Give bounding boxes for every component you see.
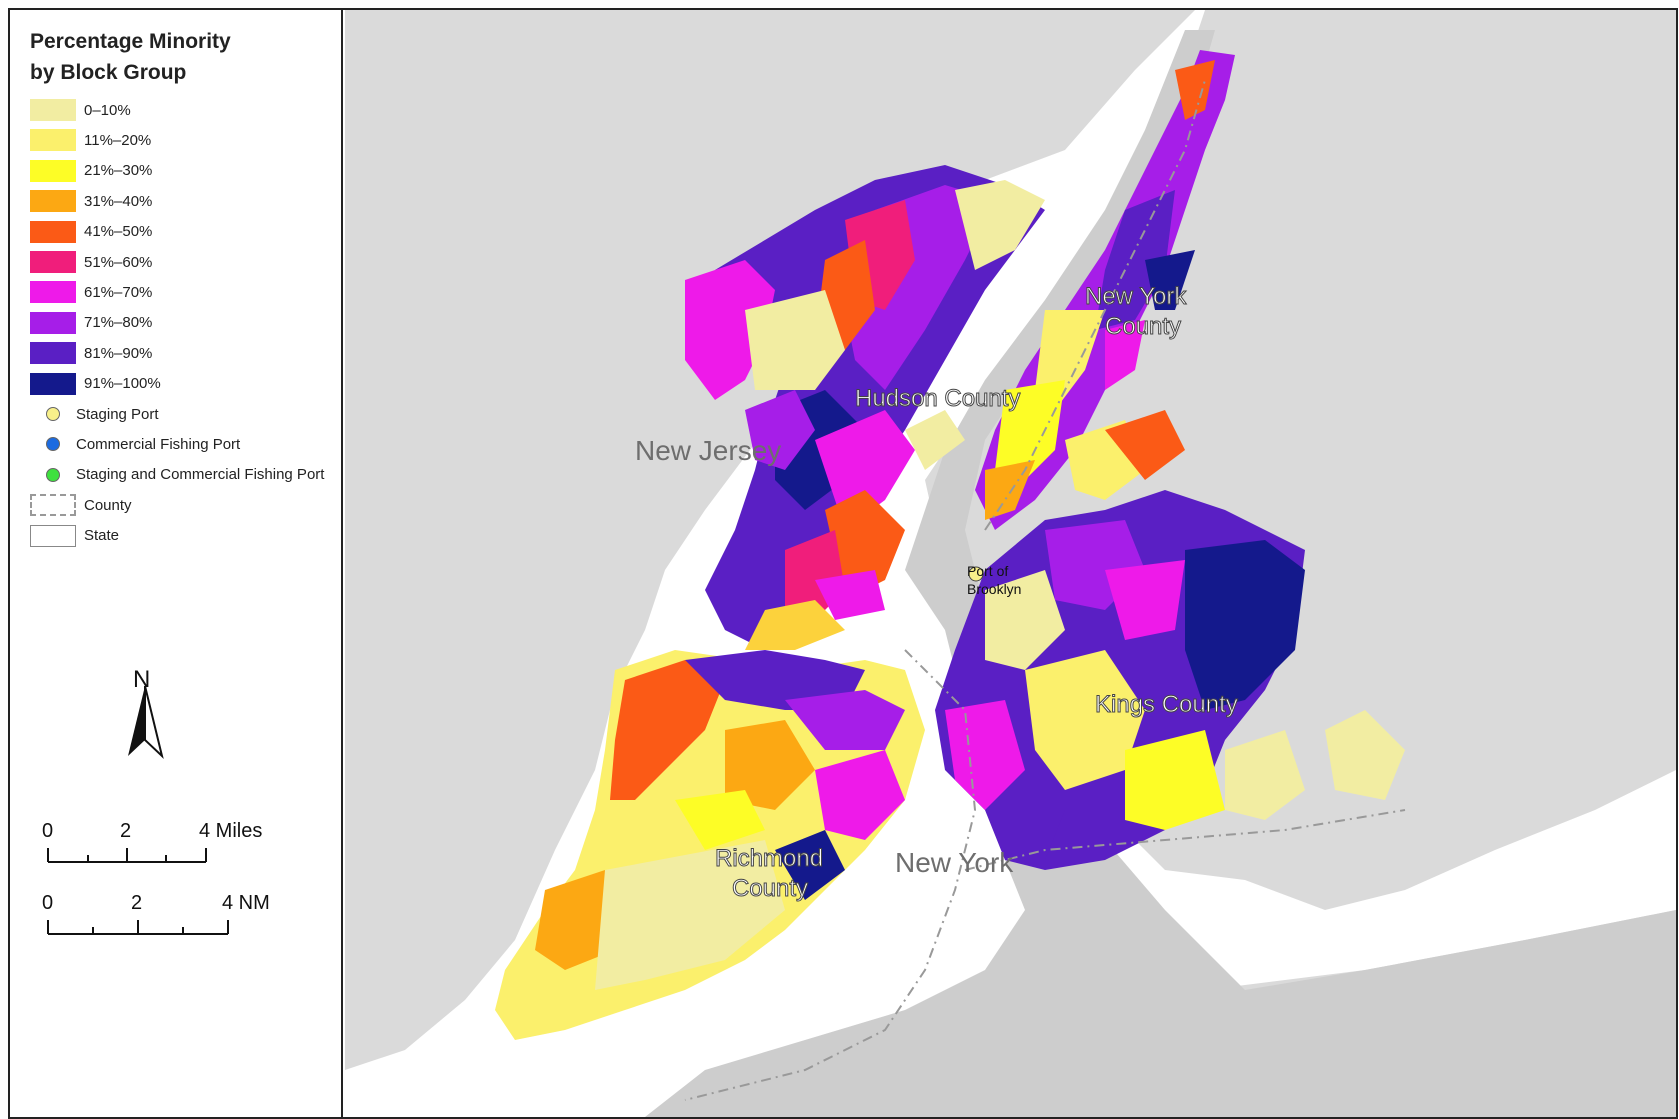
richmond-county-blocks (495, 650, 925, 1040)
scale-nm-tick-4: 4 NM (222, 892, 270, 914)
hudson-county-blocks (685, 165, 1045, 650)
legend-class-label: 91%–100% (84, 375, 161, 393)
label-new-york-county-line1: New York (1085, 283, 1187, 310)
legend-class-row: 61%–70% (30, 280, 152, 304)
legend-class-label: 31%–40% (84, 192, 153, 210)
scale-miles-tick-2: 2 (120, 820, 132, 842)
legend-class-label: 11%–20% (84, 131, 152, 149)
legend-swatch (30, 159, 76, 182)
legend-swatch (30, 99, 76, 121)
scale-bar-nautical (47, 920, 229, 935)
legend-panel: Percentage Minority by Block Group 0–10%… (10, 10, 343, 1117)
legend-point-label: Staging and Commercial Fishing Port (76, 466, 325, 484)
legend-point-row: Commercial Fishing Port (30, 432, 240, 456)
legend-class-row: 91%–100% (30, 372, 161, 396)
label-hudson-county: Hudson County (855, 385, 1020, 412)
legend-title-line2: by Block Group (30, 61, 187, 84)
label-new-york-county-line2: County (1105, 313, 1181, 340)
legend-class-row: 41%–50% (30, 220, 152, 244)
map-canvas[interactable]: New Jersey New York Hudson County New Yo… (345, 10, 1676, 1117)
kings-county-blocks (935, 410, 1405, 870)
legend-class-row: 0–10% (30, 98, 131, 122)
legend-class-row: 31%–40% (30, 189, 152, 213)
scale-miles-tick-0: 0 (42, 820, 54, 842)
label-new-jersey: New Jersey (635, 435, 781, 466)
legend-title-line1: Percentage Minority (30, 30, 231, 53)
north-arrow-icon (128, 685, 164, 760)
legend-class-row: 11%–20% (30, 128, 151, 152)
label-kings-county: Kings County (1095, 691, 1238, 718)
legend-class-label: 0–10% (84, 101, 131, 119)
scale-miles-tick-4: 4 Miles (199, 820, 263, 842)
legend-class-row: 21%–30% (30, 159, 152, 183)
legend-swatch (30, 220, 76, 243)
legend-class-row: 71%–80% (30, 311, 152, 335)
legend-state-label: State (84, 527, 120, 545)
legend-point-label: Commercial Fishing Port (76, 435, 241, 453)
label-richmond-line1: Richmond (715, 845, 823, 872)
legend-class-row: 51%–60% (30, 250, 152, 274)
legend-point-icon (46, 407, 60, 421)
legend-state-swatch (30, 524, 76, 547)
legend-swatch (30, 190, 76, 213)
map-labels: New Jersey New York Hudson County New Yo… (635, 283, 1238, 903)
map-svg[interactable]: New Jersey New York Hudson County New Yo… (345, 10, 1676, 1117)
legend-class-label: 21%–30% (84, 162, 153, 180)
legend-swatch (30, 129, 76, 152)
legend-class-label: 71%–80% (84, 314, 153, 332)
legend-class-label: 41%–50% (84, 223, 153, 241)
legend-class-label: 81%–90% (84, 344, 153, 362)
county-borders (684, 79, 1406, 1101)
legend-class-label: 51%–60% (84, 253, 153, 271)
legend-county-label: County (84, 496, 132, 514)
scale-nm-tick-0: 0 (42, 892, 54, 914)
label-new-york: New York (895, 847, 1014, 878)
legend-point-icon (46, 437, 60, 452)
legend-state-row: State (30, 524, 119, 548)
legend-title: Percentage Minority by Block Group (30, 26, 231, 88)
legend-class-label: 61%–70% (84, 283, 153, 301)
legend-swatch (30, 342, 76, 365)
legend-point-label: Staging Port (76, 405, 159, 423)
new-york-county-blocks (975, 50, 1235, 530)
water-bodies (645, 30, 1676, 1117)
legend-point-icon (46, 467, 60, 482)
legend-class-row: 81%–90% (30, 341, 152, 365)
scale-bars (47, 848, 229, 935)
legend-swatch (30, 311, 76, 334)
staging-port-marker[interactable] (968, 566, 984, 582)
legend-swatch (30, 251, 76, 273)
legend-point-row: Staging and Commercial Fishing Port (30, 463, 324, 487)
legend-county-row: County (30, 493, 132, 517)
scale-bar-miles (47, 848, 207, 863)
legend-county-swatch (30, 494, 76, 517)
legend-swatch (30, 281, 76, 304)
legend-swatch (30, 372, 76, 395)
label-richmond-line2: County (732, 875, 808, 902)
label-port-line2: Brooklyn (967, 581, 1021, 597)
legend-point-row: Staging Port (30, 402, 159, 426)
scale-nm-tick-2: 2 (131, 892, 143, 914)
label-port-line1: Port of (967, 563, 1008, 579)
